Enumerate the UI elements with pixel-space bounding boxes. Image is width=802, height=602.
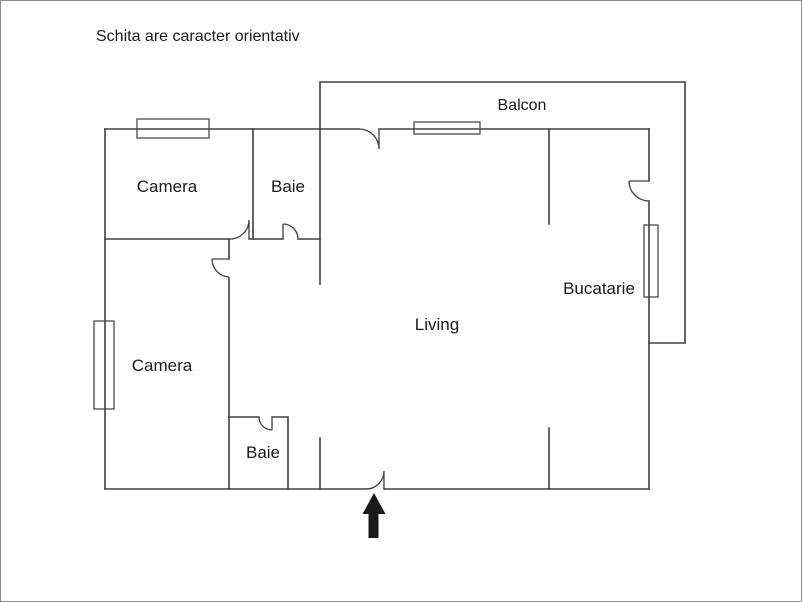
door-camera-bottom [211, 258, 230, 278]
wall-balcony [319, 81, 686, 344]
window-bucatarie [643, 224, 659, 298]
door-balcon-living [358, 128, 380, 150]
window-camera-top [136, 118, 210, 139]
entrance-arrow-icon [362, 493, 386, 538]
label-camera-bottom: Camera [132, 356, 193, 375]
door-baie-bottom [258, 416, 273, 431]
label-baie-bottom: Baie [246, 443, 280, 462]
door-baie-top [282, 223, 299, 240]
wall-baie-bottom [228, 416, 289, 490]
window-living [413, 121, 481, 135]
door-entrance [365, 470, 385, 490]
label-camera-top: Camera [137, 177, 198, 196]
interior-walls [104, 128, 550, 490]
room-labels: Camera Baie Balcon Bucatarie Living Came… [132, 97, 635, 462]
window-camera-bottom [93, 320, 115, 410]
apartment-outer-walls [104, 128, 650, 490]
label-living: Living [415, 315, 459, 334]
label-balcon: Balcon [498, 97, 547, 114]
plan-disclaimer-title: Schita are caracter orientativ [96, 28, 300, 45]
door-bucatarie [628, 180, 650, 202]
label-bucatarie: Bucatarie [563, 279, 635, 298]
label-baie-top: Baie [271, 177, 305, 196]
windows [93, 118, 659, 410]
doors [211, 128, 650, 490]
door-camera-top [229, 219, 250, 240]
balcony-walls [319, 81, 686, 344]
